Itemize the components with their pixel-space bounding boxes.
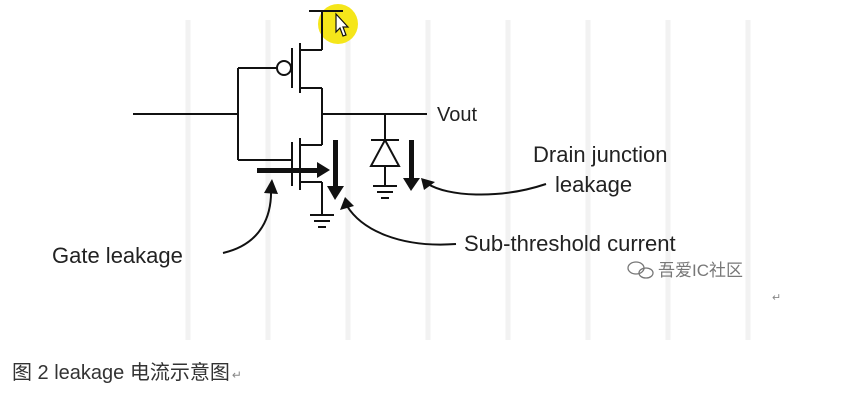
gate-pointer — [222, 187, 273, 254]
gate-leakage-label: Gate leakage — [52, 243, 183, 268]
drain-leakage-label-line2: leakage — [555, 172, 632, 197]
drain-leakage-label-line1: Drain junction — [533, 142, 668, 167]
label-pointers — [222, 178, 547, 254]
pmos-gate-bubble — [276, 60, 292, 76]
subthreshold-pointer — [346, 205, 457, 246]
leakage-circuit-diagram: Vout Drain junction leakage Gate leakage… — [52, 4, 781, 340]
input-wiring — [133, 68, 292, 161]
return-mark: ↵ — [772, 292, 781, 304]
background-stripes — [185, 20, 751, 340]
vout-label: Vout — [437, 104, 477, 126]
caption-text: 图 2 leakage 电流示意图 — [12, 362, 230, 384]
caption-return-mark: ↵ — [231, 368, 242, 382]
wechat-watermark: 吾爱IC社区 — [627, 261, 743, 280]
gate-leakage-arrow — [257, 162, 330, 178]
drain-junction-diode — [369, 114, 401, 186]
subthreshold-current-arrow — [327, 140, 344, 200]
pmos-transistor — [238, 43, 323, 114]
drain-pointer — [427, 183, 547, 196]
diode-ground-symbol — [373, 185, 397, 199]
subthreshold-current-label: Sub-threshold current — [464, 231, 676, 256]
drain-pointer-head — [421, 178, 435, 190]
figure-caption: 图 2 leakage 电流示意图↵ — [12, 356, 242, 385]
nmos-ground-symbol — [310, 214, 334, 228]
drain-leakage-arrow — [403, 140, 420, 191]
wechat-icon — [627, 261, 654, 279]
mouse-cursor-icon — [335, 12, 350, 37]
watermark-text: 吾爱IC社区 — [658, 261, 743, 280]
nmos-transistor — [291, 114, 323, 215]
subthreshold-pointer-head — [340, 197, 354, 210]
gate-pointer-head — [264, 179, 278, 194]
vdd-supply — [309, 10, 343, 50]
